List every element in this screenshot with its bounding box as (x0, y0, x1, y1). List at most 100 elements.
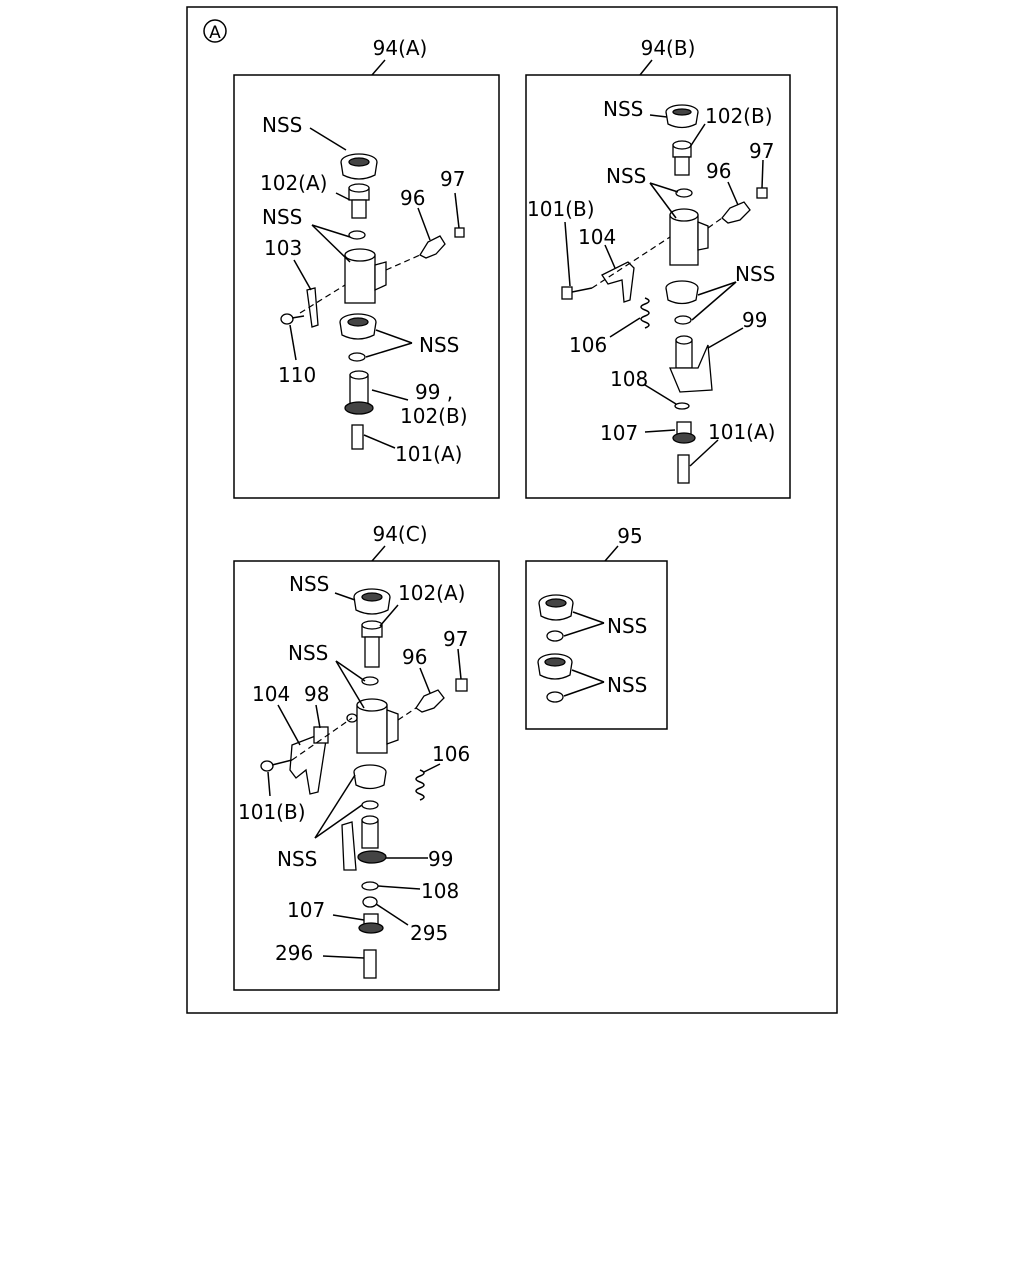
fitting-96 (721, 201, 751, 224)
panel-94a: 94(A) (233, 36, 500, 499)
fitting-96 (415, 689, 445, 713)
screw-101b (260, 759, 293, 772)
washer (675, 188, 693, 198)
label-99: 99 , (415, 380, 453, 404)
label-102a: 102(A) (398, 581, 465, 605)
lever-103 (306, 287, 319, 328)
seal-cup-lower (353, 764, 387, 790)
shaft-102a (348, 183, 370, 219)
label-107: 107 (287, 898, 325, 922)
label-101a: 101(A) (395, 442, 462, 466)
panel-94b-title: 94(B) (641, 36, 696, 60)
label-nss: NSS (419, 333, 459, 357)
label-101a: 101(A) (708, 420, 775, 444)
plate-98 (313, 726, 329, 744)
washer-right (674, 315, 692, 325)
label-99: 99 (742, 308, 767, 332)
label-104: 104 (578, 225, 616, 249)
shaft-99 (344, 370, 374, 415)
valve-body (344, 248, 387, 304)
label-nss: NSS (289, 572, 329, 596)
label-106: 106 (569, 333, 607, 357)
washer-lower (361, 800, 379, 810)
oring-295 (362, 896, 378, 908)
label-296: 296 (275, 941, 313, 965)
washer (546, 691, 564, 703)
cap-97 (454, 227, 465, 238)
corner-marker: A (203, 19, 227, 43)
washer (348, 230, 366, 240)
seal-cup-lower (339, 313, 377, 340)
label-104: 104 (252, 682, 290, 706)
label-108: 108 (610, 367, 648, 391)
washer-lower (348, 352, 366, 362)
label-106: 106 (432, 742, 470, 766)
screw-110 (280, 313, 305, 325)
label-nss: NSS (606, 164, 646, 188)
label-nss: NSS (288, 641, 328, 665)
label-97: 97 (443, 627, 468, 651)
washer-108 (674, 402, 690, 410)
panel-94c-title: 94(C) (372, 522, 427, 546)
panel-95-frame (525, 560, 668, 730)
cap-97 (756, 187, 768, 199)
seal-cup (537, 653, 573, 680)
spring-106 (415, 769, 425, 801)
cap-97 (455, 678, 468, 692)
panel-95-title: 95 (617, 524, 642, 548)
outer-frame (186, 6, 838, 1014)
shaft-102a (361, 620, 383, 668)
bolt-101a (677, 454, 690, 484)
label-96: 96 (706, 159, 731, 183)
spring-106 (640, 297, 650, 329)
label-295: 295 (410, 921, 448, 945)
bolt-101b (561, 286, 593, 300)
lever-104 (289, 734, 327, 795)
label-nss: NSS (603, 97, 643, 121)
valve-body (346, 698, 399, 754)
label-103: 103 (264, 236, 302, 260)
label-nss: NSS (262, 113, 302, 137)
label-101b: 101(B) (238, 800, 306, 824)
panel-94c-frame (233, 560, 500, 991)
seal-cup (353, 588, 391, 615)
lever-104 (601, 261, 635, 303)
label-108: 108 (421, 879, 459, 903)
valve-99 (341, 815, 387, 871)
label-nss: NSS (607, 614, 647, 638)
corner-marker-letter: A (209, 23, 221, 43)
panel-94a-frame (233, 74, 500, 499)
seal-cup (538, 594, 574, 621)
washer (546, 630, 564, 642)
bolt-296 (363, 949, 377, 979)
label-97: 97 (749, 139, 774, 163)
washer-108 (361, 881, 379, 891)
label-nss: NSS (262, 205, 302, 229)
label-102b: 102(B) (705, 104, 773, 128)
label-96: 96 (402, 645, 427, 669)
panel-94b-frame (525, 74, 791, 499)
gear-107 (358, 913, 384, 934)
shaft-102b (672, 140, 692, 176)
label-110: 110 (278, 363, 316, 387)
label-98: 98 (304, 682, 329, 706)
washer (361, 676, 379, 686)
gear-107 (672, 421, 696, 444)
label-nss: NSS (607, 673, 647, 697)
seal-cup-right (665, 280, 699, 305)
panel-94a-title: 94(A) (373, 36, 428, 60)
label-nss: NSS (277, 847, 317, 871)
valve-99 (669, 335, 713, 393)
label-102a: 102(A) (260, 171, 327, 195)
label-99: 99 (428, 847, 453, 871)
label-107: 107 (600, 421, 638, 445)
label-102b: 102(B) (400, 404, 468, 428)
fitting-96 (419, 235, 446, 259)
bolt-101a (351, 424, 364, 450)
seal-cup (665, 104, 699, 129)
label-97: 97 (440, 167, 465, 191)
label-nss: NSS (735, 262, 775, 286)
seal-cup (340, 153, 378, 180)
panel-94b: 94(B) (525, 36, 791, 499)
